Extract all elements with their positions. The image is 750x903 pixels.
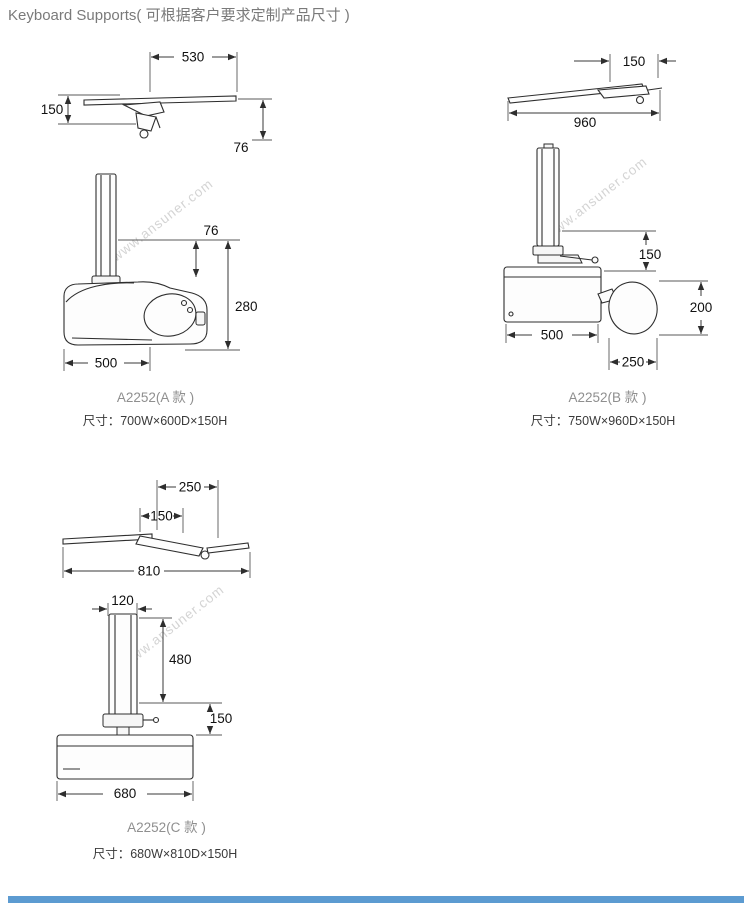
figure-b-front-view: [503, 143, 658, 335]
figure-c-name: A2252(C 款 ): [127, 820, 206, 835]
tray-a-wheel: [139, 129, 149, 139]
figure-b-side-view: [507, 83, 663, 105]
dim-c-480: 480: [139, 617, 222, 704]
dim-c-680: 680: [56, 781, 194, 801]
tray-c-wheel: [200, 550, 210, 560]
figure-a-front-view: [63, 173, 208, 346]
watermark-a: www.ansuner.com: [108, 176, 216, 265]
figure-c-size: 尺寸：680W×810D×150H: [92, 847, 238, 861]
figure-a-side-view: [83, 95, 237, 139]
figure-b-name: A2252(B 款 ): [568, 390, 647, 405]
dim-b-500: 500: [505, 324, 599, 343]
dim-label: 200: [690, 300, 713, 315]
dim-a-150: 150: [41, 94, 136, 125]
dim-label: 960: [574, 115, 597, 130]
figure-c-side-view: [62, 533, 250, 560]
bottom-accent-bar: [8, 896, 744, 903]
dim-label: 150: [623, 54, 646, 69]
dim-label: 150: [639, 247, 662, 262]
column-b-collar: [532, 245, 564, 256]
figure-c-front-view: [56, 613, 194, 780]
dim-label: 250: [179, 480, 202, 495]
bracket-knob-c: [152, 716, 160, 724]
dim-label: 480: [169, 652, 192, 667]
dim-label: 150: [41, 102, 64, 117]
page-title: Keyboard Supports( 可根据客户要求定制产品尺寸 ): [8, 7, 350, 24]
dim-c-120: 120: [92, 593, 152, 616]
figure-a-size: 尺寸：700W×600D×150H: [82, 414, 228, 428]
dim-b-150: 150: [574, 54, 676, 82]
dim-label: 76: [233, 140, 248, 155]
tray-b-arm: [596, 85, 650, 99]
dim-label: 150: [150, 509, 173, 524]
dim-label: 250: [622, 355, 645, 370]
column-b: [536, 147, 560, 247]
dim-c-150-front: 150: [196, 704, 233, 736]
dim-a-500: 500: [63, 347, 151, 371]
dim-label: 120: [111, 593, 134, 608]
dim-label: 530: [182, 50, 205, 65]
drawing-canvas: www.ansuner.com www.ansuner.com www.ansu…: [41, 50, 713, 801]
tray-b-wheel: [635, 95, 645, 105]
dim-a-530: 530: [149, 50, 238, 92]
column-a: [95, 173, 117, 279]
lever-knob-b: [591, 256, 599, 264]
dim-c-250: 250: [156, 480, 219, 538]
dim-b-960: 960: [507, 90, 661, 130]
tray-a-bracket: [135, 112, 157, 132]
dim-label: 500: [95, 356, 118, 371]
column-c-stem: [116, 726, 130, 736]
tray-a-slab: [83, 95, 237, 106]
column-c-bracket: [102, 713, 144, 728]
dim-a-76-side: 76: [233, 98, 272, 155]
body-b: [503, 266, 602, 323]
dim-c-150-side: 150: [139, 508, 184, 533]
dim-label: 280: [235, 299, 258, 314]
column-c: [108, 613, 138, 716]
dim-a-76-front: 76: [118, 223, 240, 277]
dim-label: 680: [114, 786, 137, 801]
dim-b-200: 200: [659, 280, 713, 336]
dim-label: 500: [541, 328, 564, 343]
dim-a-280: 280: [185, 241, 258, 351]
dim-label: 76: [203, 223, 218, 238]
figure-a-name: A2252(A 款 ): [116, 390, 195, 405]
body-c: [56, 734, 194, 780]
tray-c-arm: [135, 535, 204, 557]
mouse-pad-b: [608, 281, 658, 335]
figure-b-size: 尺寸：750W×960D×150H: [530, 414, 676, 428]
tray-c-bracket: [206, 542, 250, 554]
clamp-a: [195, 311, 206, 326]
dim-b-250: 250: [608, 338, 658, 370]
dim-label: 150: [210, 711, 233, 726]
tray-a-arm: [121, 101, 165, 117]
dim-b-150-front: 150: [562, 230, 662, 272]
dim-label: 810: [138, 564, 161, 579]
dim-c-810: 810: [62, 547, 251, 579]
